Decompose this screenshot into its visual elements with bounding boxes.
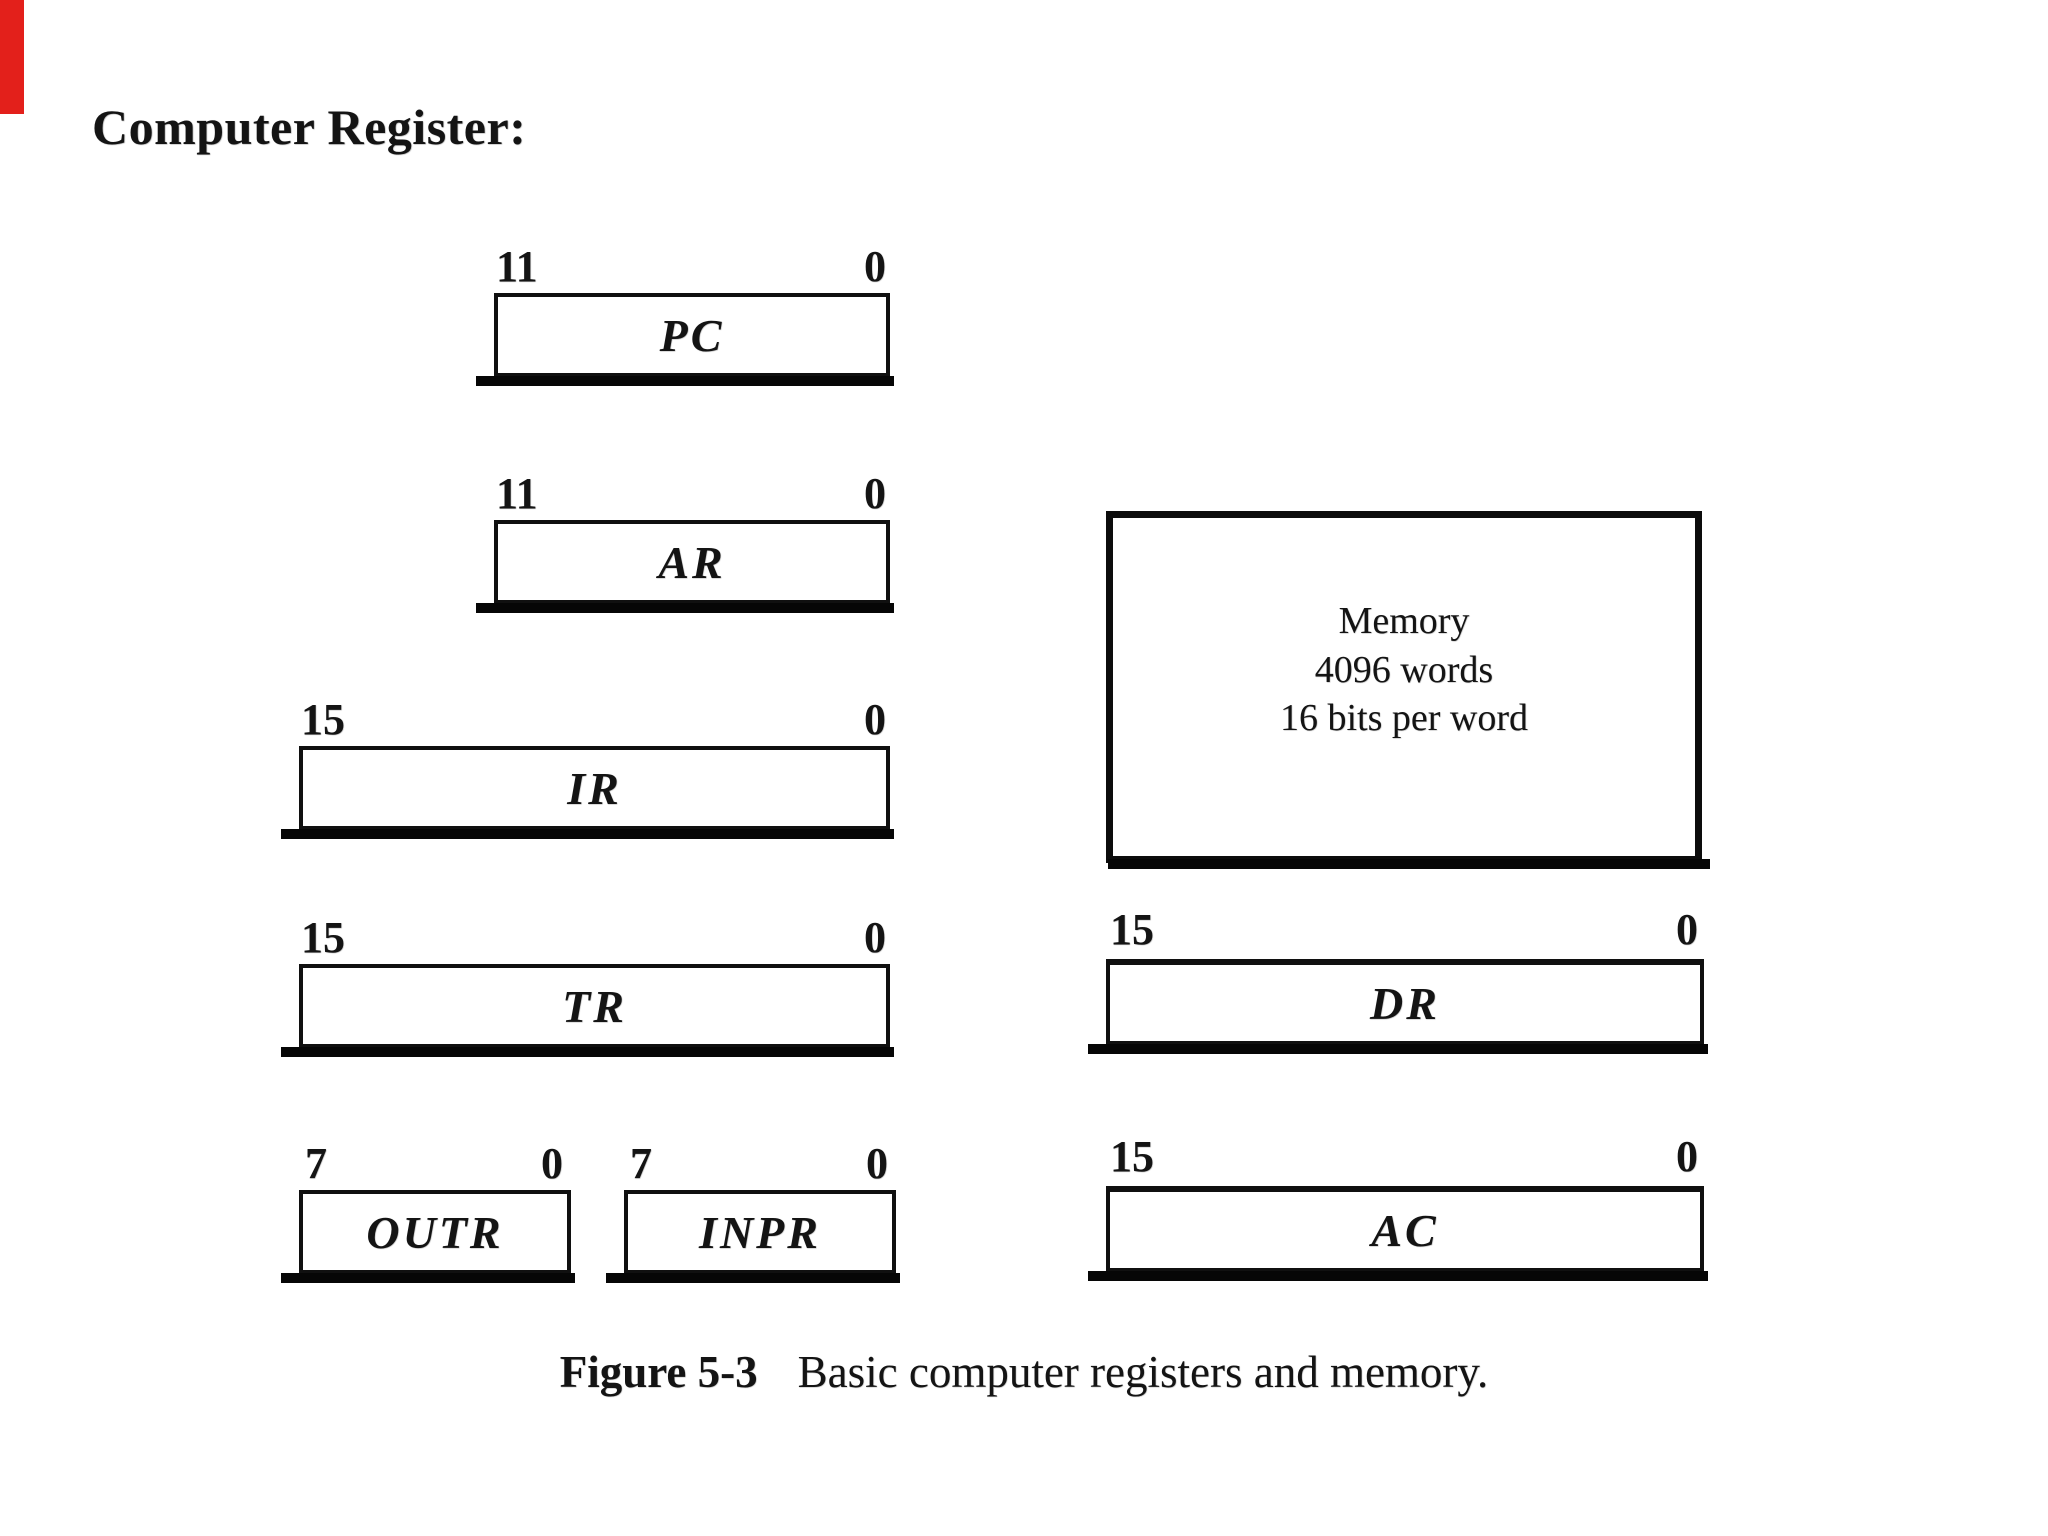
- ir-high-bit-label: 15: [301, 695, 345, 744]
- outr-low-bit-label: 0: [541, 1139, 563, 1188]
- pc-high-bit-label: 11: [496, 242, 538, 291]
- ac-bit-range: 15 0: [1110, 1135, 1698, 1179]
- pc-bit-range: 11 0: [496, 245, 886, 289]
- ir-bit-range: 15 0: [301, 698, 886, 742]
- ar-register-label: AR: [658, 536, 726, 588]
- inpr-high-bit-label: 7: [630, 1139, 652, 1188]
- ar-high-bit-label: 11: [496, 469, 538, 518]
- dr-low-bit-label: 0: [1676, 905, 1698, 954]
- ar-bit-range: 11 0: [496, 472, 886, 516]
- dr-high-bit-label: 15: [1110, 905, 1154, 954]
- tr-high-bit-label: 15: [301, 913, 345, 962]
- ac-register-label: AC: [1371, 1204, 1439, 1256]
- tr-register-label: TR: [562, 980, 627, 1032]
- outr-register-box: OUTR: [281, 1190, 575, 1283]
- dr-register-label: DR: [1370, 977, 1440, 1029]
- ac-high-bit-label: 15: [1110, 1132, 1154, 1181]
- tr-low-bit-label: 0: [864, 913, 886, 962]
- ir-low-bit-label: 0: [864, 695, 886, 744]
- page-title: Computer Register:: [92, 99, 527, 155]
- figure-caption-text: Basic computer registers and memory.: [797, 1347, 1489, 1397]
- pc-low-bit-label: 0: [864, 242, 886, 291]
- pc-register-label: PC: [659, 309, 725, 361]
- outr-high-bit-label: 7: [305, 1139, 327, 1188]
- tr-bit-range: 15 0: [301, 916, 886, 960]
- memory-bits-line: 16 bits per word: [1279, 697, 1529, 740]
- inpr-bit-range: 7 0: [630, 1142, 888, 1186]
- dr-register-box: DR: [1088, 959, 1708, 1054]
- memory-box: Memory 4096 words 16 bits per word: [1106, 511, 1710, 869]
- figure-caption-label: Figure 5-3: [559, 1347, 758, 1397]
- ac-low-bit-label: 0: [1676, 1132, 1698, 1181]
- ir-register-box: IR: [281, 746, 894, 839]
- inpr-register-box: INPR: [606, 1190, 900, 1283]
- outr-bit-range: 7 0: [305, 1142, 563, 1186]
- red-ribbon: [0, 0, 24, 114]
- memory-words-line: 4096 words: [1314, 648, 1494, 691]
- figure-caption: Figure 5-3 Basic computer registers and m…: [0, 1346, 2048, 1398]
- ar-register-box: AR: [476, 520, 894, 613]
- outr-register-label: OUTR: [366, 1206, 504, 1258]
- inpr-low-bit-label: 0: [866, 1139, 888, 1188]
- pc-register-box: PC: [476, 293, 894, 386]
- ac-register-box: AC: [1088, 1186, 1708, 1281]
- dr-bit-range: 15 0: [1110, 908, 1698, 952]
- memory-title: Memory: [1338, 600, 1470, 643]
- ar-low-bit-label: 0: [864, 469, 886, 518]
- ir-register-label: IR: [567, 762, 622, 814]
- inpr-register-label: INPR: [699, 1206, 821, 1258]
- tr-register-box: TR: [281, 964, 894, 1057]
